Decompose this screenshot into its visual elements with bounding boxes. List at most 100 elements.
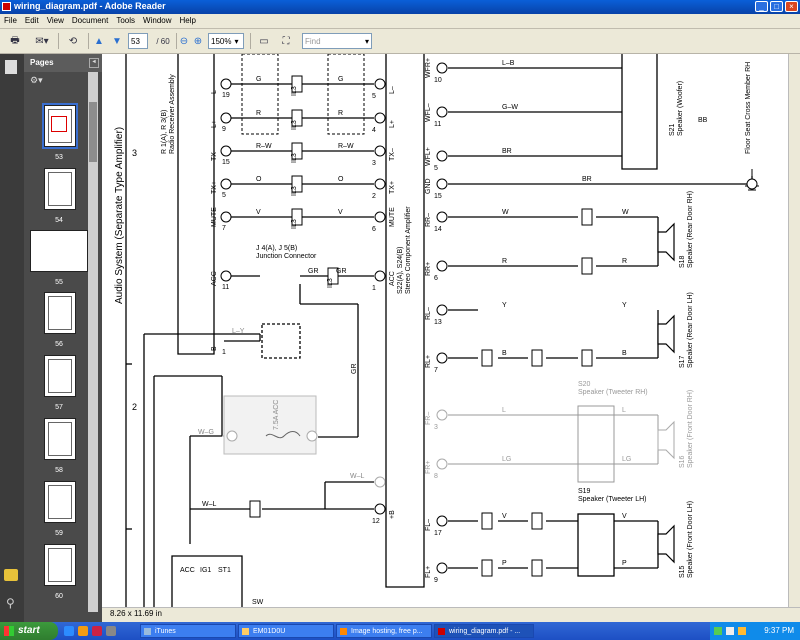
print-icon[interactable]: 🖶: [10, 34, 20, 46]
pages-scrollbar[interactable]: [88, 72, 98, 612]
wire-color-label: B: [622, 350, 627, 357]
fit-page-icon[interactable]: ⛶: [282, 35, 290, 47]
document-horizontal-scrollbar[interactable]: 8.26 x 11.69 in: [102, 607, 800, 623]
pages-panel-title: Pages: [30, 58, 54, 67]
attachment-icon[interactable]: ⚲: [6, 596, 15, 610]
amp-output-pin-label: FR+: [425, 461, 432, 474]
thumbnail-page-55[interactable]: [30, 230, 88, 272]
amp-output-pin-label: WFR+: [425, 58, 432, 78]
wire-color-label: V: [502, 513, 507, 520]
amp-output-pin-number: 7: [434, 367, 438, 374]
document-vertical-scrollbar[interactable]: [788, 54, 800, 607]
amp-pin-label: L–: [389, 86, 396, 94]
wire-color-label: L: [622, 407, 626, 414]
thumbnail-page-54[interactable]: [44, 168, 76, 210]
chevron-down-icon: ▾: [234, 36, 239, 46]
zoom-select[interactable]: 150%▾: [208, 33, 244, 49]
thumbnail-page-59[interactable]: [44, 481, 76, 523]
amp-pin-label: MUTE: [389, 207, 396, 227]
thumbnail-page-56[interactable]: [44, 292, 76, 334]
system-tray: 9:37 PM: [710, 622, 800, 640]
task-adobe-reader[interactable]: wiring_diagram.pdf - ...: [434, 624, 534, 638]
wire-color-label: L–B: [502, 60, 515, 67]
menu-document[interactable]: Document: [71, 16, 109, 25]
tray-app-icon[interactable]: [738, 627, 746, 635]
wire-color-label: O: [256, 176, 262, 183]
radio-pin-label: B: [211, 346, 218, 351]
task-label: wiring_diagram.pdf - ...: [449, 628, 521, 635]
menu-bar: File Edit View Document Tools Window Help: [0, 14, 800, 29]
wire-color-label: GR: [336, 268, 347, 275]
firefox-icon[interactable]: [78, 626, 88, 636]
zoom-in-icon[interactable]: ⊕: [193, 35, 203, 47]
options-gear-icon[interactable]: ⚙▾: [30, 75, 43, 85]
task-itunes[interactable]: iTunes: [140, 624, 236, 638]
amp-output-pin-number: 10: [434, 77, 442, 84]
amp-output-pin-number: 11: [434, 121, 441, 128]
menu-tools[interactable]: Tools: [116, 16, 136, 25]
task-label: iTunes: [155, 628, 176, 635]
ignition-acc: ACC: [180, 567, 195, 574]
show-desktop-icon[interactable]: [106, 626, 116, 636]
speaker-name: Speaker (Woofer): [677, 81, 684, 136]
wire-color-label: LG: [622, 456, 631, 463]
navigation-rail: ⚲: [0, 54, 24, 622]
amp-output-pin-label: WFL+: [425, 147, 432, 166]
thumbnail-label: 60: [55, 593, 63, 600]
task-label: Image hosting, free p...: [351, 628, 423, 635]
menu-view[interactable]: View: [46, 16, 64, 25]
speaker-name: Speaker (Tweeter RH): [578, 389, 648, 396]
wire-color-label: V: [338, 209, 343, 216]
pages-icon[interactable]: [5, 60, 17, 74]
task-image-hosting[interactable]: Image hosting, free p...: [336, 624, 432, 638]
volume-icon[interactable]: [726, 627, 734, 635]
radio-pin-number: 9: [222, 126, 226, 133]
page-number-input[interactable]: 53: [128, 33, 148, 49]
thumbnail-label: 56: [55, 341, 63, 348]
amp-pin-label: TX+: [389, 181, 396, 194]
maximize-button[interactable]: □: [770, 1, 783, 12]
find-placeholder: Find: [305, 36, 321, 46]
ie-icon[interactable]: [64, 626, 74, 636]
close-button[interactable]: ×: [785, 1, 798, 12]
thumbnail-page-53[interactable]: [42, 103, 78, 149]
task-em01d0u[interactable]: EM01D0U: [238, 624, 334, 638]
menu-edit[interactable]: Edit: [24, 16, 39, 25]
wire-color-label: O: [338, 176, 344, 183]
minimize-button[interactable]: _: [755, 1, 768, 12]
amp-output-pin-number: 3: [434, 424, 438, 431]
fit-width-icon[interactable]: ▭: [259, 35, 269, 47]
next-page-icon[interactable]: ▼: [112, 35, 122, 47]
amp-output-pin-label: RL–: [425, 307, 432, 320]
speaker-code: S18: [679, 255, 686, 268]
wire-color-label: G: [338, 76, 343, 83]
media-icon[interactable]: [92, 626, 102, 636]
radio-pin-number: 7: [222, 225, 226, 232]
panel-menu-icon[interactable]: ◂: [89, 58, 99, 68]
amp-output-pin-number: 8: [434, 473, 438, 480]
wire-color-label: G: [256, 76, 261, 83]
radio-pin-label: L+: [211, 120, 218, 128]
start-label: start: [18, 625, 40, 636]
menu-file[interactable]: File: [4, 16, 17, 25]
start-button[interactable]: start: [0, 622, 58, 640]
speaker-code: S20: [578, 381, 591, 388]
wiring-diagram: Audio System (Separate Type Amplifier) 3…: [114, 54, 759, 607]
network-icon[interactable]: [714, 627, 722, 635]
thumbnail-page-58[interactable]: [44, 418, 76, 460]
menu-help[interactable]: Help: [179, 16, 196, 25]
menu-window[interactable]: Window: [143, 16, 172, 25]
email-icon[interactable]: ✉▾: [35, 35, 49, 47]
thumbnail-page-60[interactable]: [44, 544, 76, 586]
thumbnail-page-57[interactable]: [44, 355, 76, 397]
amplifier-code: S22(A), S24(B): [397, 247, 404, 294]
amp-output-pin-label: FR–: [425, 412, 432, 425]
speaker-name: Speaker (Front Door LH): [687, 501, 694, 578]
thumbnail-label: 54: [55, 217, 63, 224]
find-input[interactable]: Find▾: [302, 33, 372, 49]
wire-color-label: LG: [502, 456, 511, 463]
previous-page-icon[interactable]: ▲: [94, 35, 104, 47]
review-icon[interactable]: ⟲: [68, 35, 78, 47]
comments-icon[interactable]: [4, 569, 18, 581]
zoom-out-icon[interactable]: ⊖: [179, 35, 189, 47]
